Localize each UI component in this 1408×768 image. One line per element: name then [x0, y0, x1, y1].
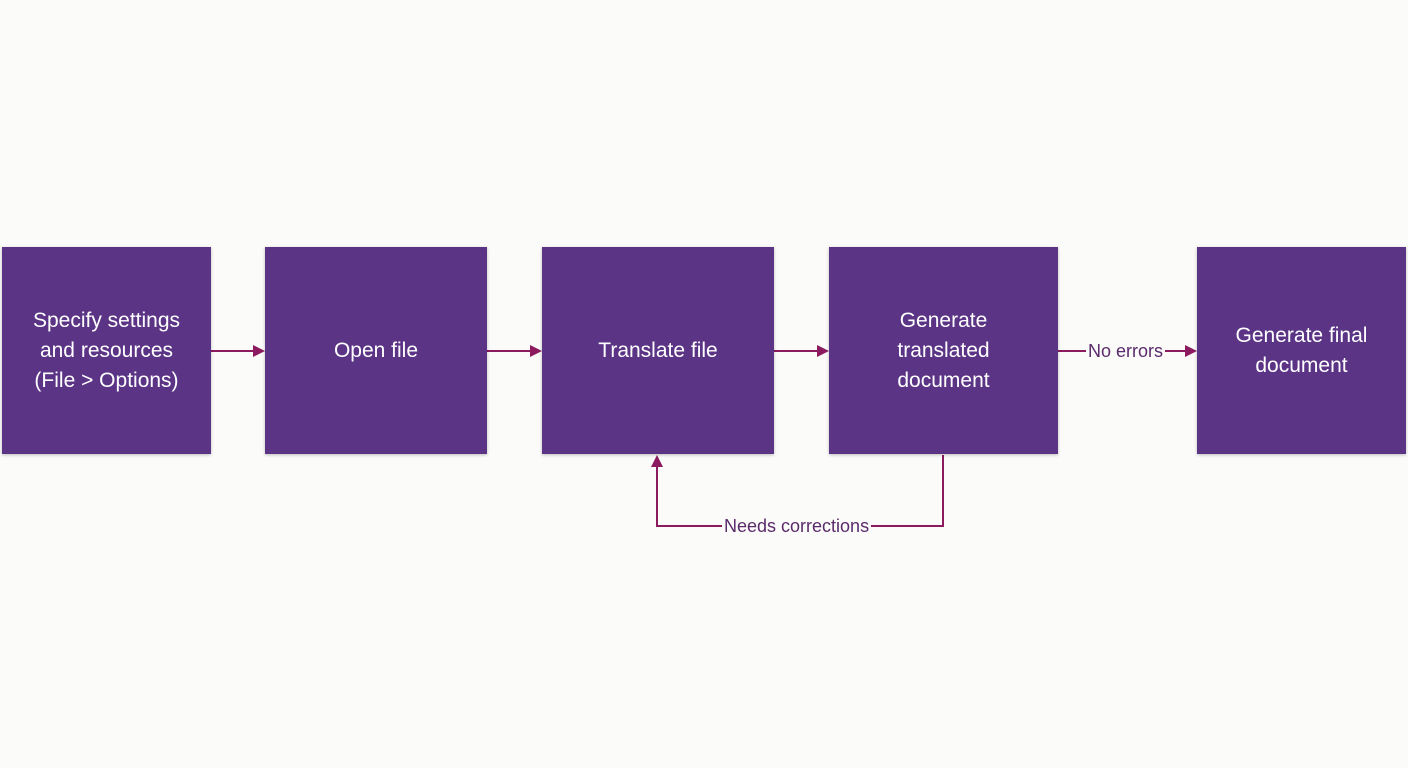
step-generate-final-document-box: Generate final document	[1197, 247, 1406, 454]
step-generate-translated-document-box: Generate translated document	[829, 247, 1058, 454]
edge-label-needs-corrections: Needs corrections	[722, 515, 872, 537]
step-translate-file-box: Translate file	[542, 247, 774, 454]
edge-label-no-errors: No errors	[1086, 340, 1166, 362]
step-specify-settings-box: Specify settings and resources (File > O…	[2, 247, 211, 454]
step-open-file-box: Open file	[265, 247, 487, 454]
